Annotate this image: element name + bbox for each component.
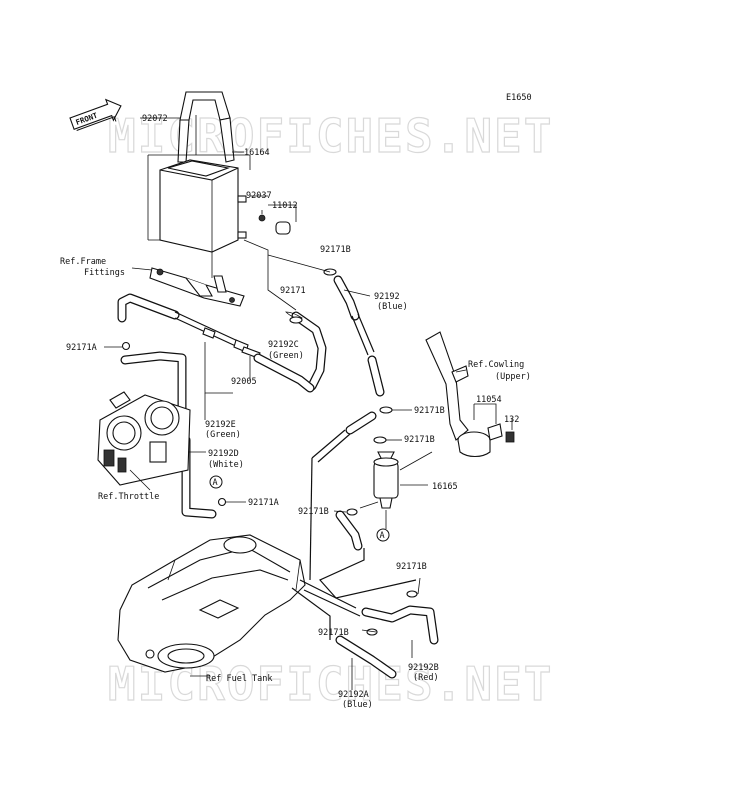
cowling-bracket	[425, 331, 515, 458]
label-92192c: 92192C	[268, 340, 299, 350]
marker-a-top-label: A	[213, 478, 218, 488]
canister-assembly	[140, 91, 297, 311]
label-11012: 11012	[272, 201, 298, 211]
label-92171a-2: 92171A	[248, 498, 279, 508]
label-ref-frame-2: Fittings	[84, 268, 125, 278]
line-routing	[291, 457, 439, 690]
label-92192c-color: (Green)	[268, 351, 304, 361]
label-92192d-color: (White)	[208, 460, 244, 470]
label-92171: 92171	[280, 286, 306, 296]
frame-bracket	[131, 252, 245, 307]
label-92171b-4: 92171B	[298, 507, 329, 517]
drawing-code: E1650	[506, 93, 532, 103]
label-92192-color: (Blue)	[377, 302, 408, 312]
label-92192a: 92192A	[338, 690, 369, 700]
hose-92192	[267, 254, 385, 397]
label-ref-frame-1: Ref.Frame	[60, 257, 106, 267]
label-ref-throttle: Ref.Throttle	[98, 492, 159, 502]
fuel-tank	[117, 534, 306, 677]
clamp-92171a-icon	[121, 341, 131, 351]
label-ref-cowling-2: (Upper)	[495, 372, 531, 382]
label-92072: 92072	[142, 114, 168, 124]
clamp-92171b-4-icon	[346, 508, 358, 516]
label-92192: 92192	[374, 292, 400, 302]
label-92171b-1: 92171B	[320, 245, 351, 255]
front-arrow-icon: FRONT	[69, 98, 122, 131]
label-92192b-color: (Red)	[413, 673, 439, 683]
label-92192d: 92192D	[208, 449, 239, 459]
marker-a-bottom: A	[376, 510, 390, 542]
throttle-body	[97, 391, 191, 491]
label-92192b: 92192B	[408, 663, 439, 673]
label-132: 132	[504, 415, 519, 425]
label-ref-fuel-tank: Ref Fuel Tank	[206, 674, 273, 684]
label-16165: 16165	[432, 482, 458, 492]
label-92192a-color: (Blue)	[342, 700, 373, 710]
label-92005: 92005	[231, 377, 257, 387]
label-92192e-color: (Green)	[205, 430, 241, 440]
label-92171b-2: 92171B	[414, 406, 445, 416]
marker-a-top: A	[209, 475, 223, 489]
label-92171b-6: 92171B	[318, 628, 349, 638]
fuel-filter-16165	[359, 451, 433, 509]
label-92037: 92037	[246, 191, 272, 201]
label-11054: 11054	[476, 395, 502, 405]
clamp-92171b-3-icon	[373, 436, 387, 444]
label-92171b-3: 92171B	[404, 435, 435, 445]
label-16164: 16164	[244, 148, 270, 158]
marker-a-bottom-label: A	[380, 531, 385, 541]
hose-92192e	[120, 351, 187, 435]
label-ref-cowling-1: Ref.Cowling	[468, 360, 524, 370]
label-92192e: 92192E	[205, 420, 236, 430]
label-92171b-5: 92171B	[396, 562, 427, 572]
pipe-92005	[117, 293, 315, 394]
label-92171a-1: 92171A	[66, 343, 97, 353]
clamp-92171b-2-icon	[379, 406, 393, 414]
hose-92192c	[285, 311, 327, 391]
